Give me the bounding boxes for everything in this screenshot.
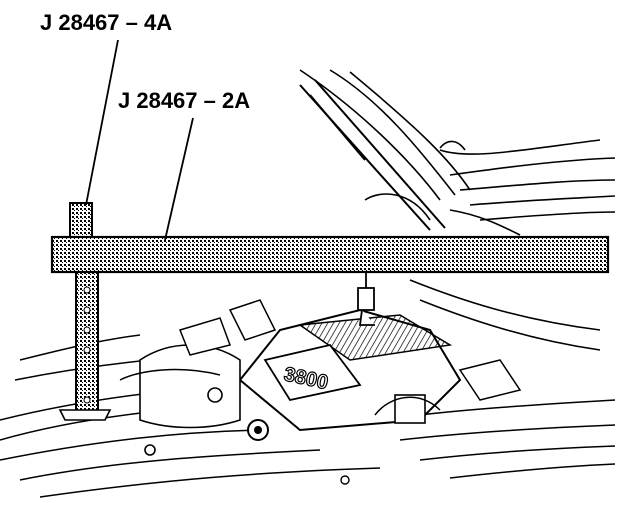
- callout-tool-2a: J 28467 – 2A: [118, 88, 251, 113]
- engine-compartment-lines: [0, 279, 616, 498]
- support-leg-4a: [58, 202, 112, 421]
- callout-tool-4a: J 28467 – 4A: [40, 10, 173, 35]
- vehicle-body-outline: [299, 69, 616, 236]
- engine-assembly: [119, 299, 522, 485]
- lift-hook: [357, 270, 375, 326]
- support-bar-2a: [50, 235, 610, 274]
- leader-lines: [85, 39, 194, 241]
- hood-strut: [299, 79, 446, 231]
